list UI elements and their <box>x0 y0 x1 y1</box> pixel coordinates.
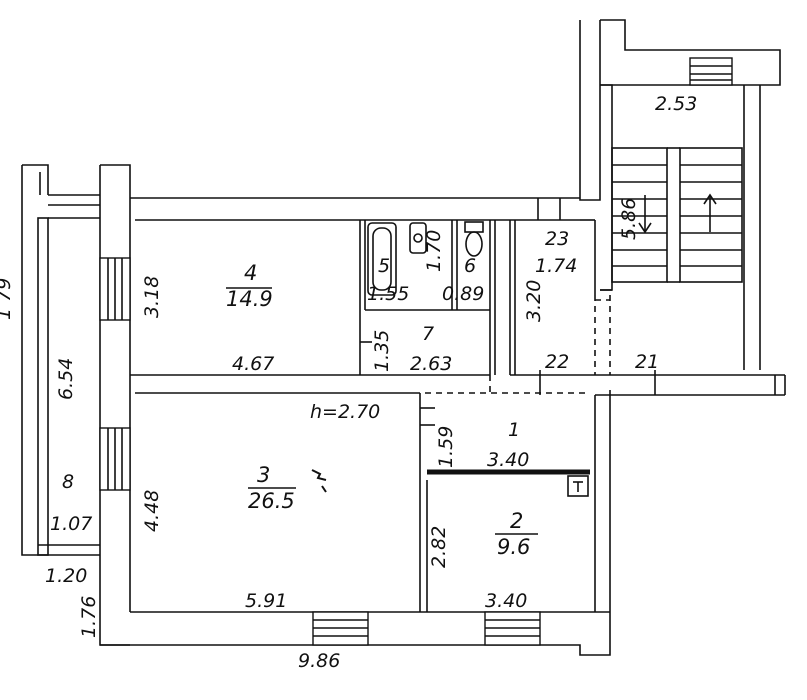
dim-2-53: 2.53 <box>655 93 697 115</box>
dim-1-76: 1.76 <box>78 596 100 638</box>
room-7-number: 7 <box>422 323 434 345</box>
room-8-number: 8 <box>62 471 74 493</box>
room-23-number: 23 <box>545 228 569 250</box>
room-4-area: 14.9 <box>226 287 273 311</box>
dim-5-86: 5.86 <box>618 198 640 240</box>
dim-5-91: 5.91 <box>245 590 287 612</box>
dim-3-40-bottom: 3.40 <box>485 590 527 612</box>
dim-3-18: 3.18 <box>141 276 163 318</box>
stair-up-arrow <box>703 193 717 232</box>
dim-4-67: 4.67 <box>232 353 274 375</box>
stair-steps <box>612 164 742 267</box>
dimension-labels: 2.53 5.86 1.74 3.20 1.70 1.55 0.89 1.35 … <box>45 93 697 672</box>
room-3-mark <box>311 469 327 493</box>
room-4-number: 4 <box>244 261 257 285</box>
dim-2-82: 2.82 <box>428 526 450 568</box>
sink-icon <box>409 222 427 254</box>
outer-walls <box>99 164 786 656</box>
bottom-windows <box>312 611 541 646</box>
room-22-number: 22 <box>545 351 569 373</box>
room-labels: 4 14.9 5 6 7 3 26.5 1 2 9.6 8 23 22 21 <box>62 228 659 559</box>
left-windows <box>99 257 131 491</box>
interior-walls <box>130 198 596 612</box>
dim-4-48: 4.48 <box>141 490 163 532</box>
dim-0-89: 0.89 <box>442 283 484 305</box>
dim-3-40-top: 3.40 <box>487 449 529 471</box>
dimension-ticks <box>360 289 656 395</box>
toilet-icon <box>464 221 484 257</box>
room-2-area: 9.6 <box>497 535 530 559</box>
dim-1-07: 1.07 <box>50 513 92 535</box>
dim-6-54: 6.54 <box>55 358 77 400</box>
dim-2-63: 2.63 <box>410 353 452 375</box>
dim-1-55: 1.55 <box>367 283 409 305</box>
dim-1-70: 1.70 <box>423 230 445 272</box>
dim-1-59: 1.59 <box>435 426 457 468</box>
stair-down-arrow <box>638 195 652 234</box>
room-5-number: 5 <box>378 255 390 277</box>
dim-3-20: 3.20 <box>523 280 545 322</box>
stove-icon <box>567 475 589 497</box>
dim-1-20: 1.20 <box>45 565 87 587</box>
room-6-number: 6 <box>464 255 476 277</box>
bathtub-icon <box>367 222 397 296</box>
edge-mark: 1 79 <box>0 278 15 320</box>
dim-9-86: 9.86 <box>298 650 340 672</box>
room-3-area: 26.5 <box>248 489 295 513</box>
dim-1-35: 1.35 <box>371 330 393 372</box>
dashed-openings <box>425 295 611 394</box>
room-2-number: 2 <box>510 509 523 533</box>
loggia-room-8 <box>21 164 100 556</box>
room-1-number: 1 <box>508 419 520 441</box>
dim-1-74: 1.74 <box>535 255 577 277</box>
ceiling-height: h=2.70 <box>310 401 380 423</box>
room-3-number: 3 <box>257 463 270 487</box>
room-21-number: 21 <box>635 351 659 373</box>
